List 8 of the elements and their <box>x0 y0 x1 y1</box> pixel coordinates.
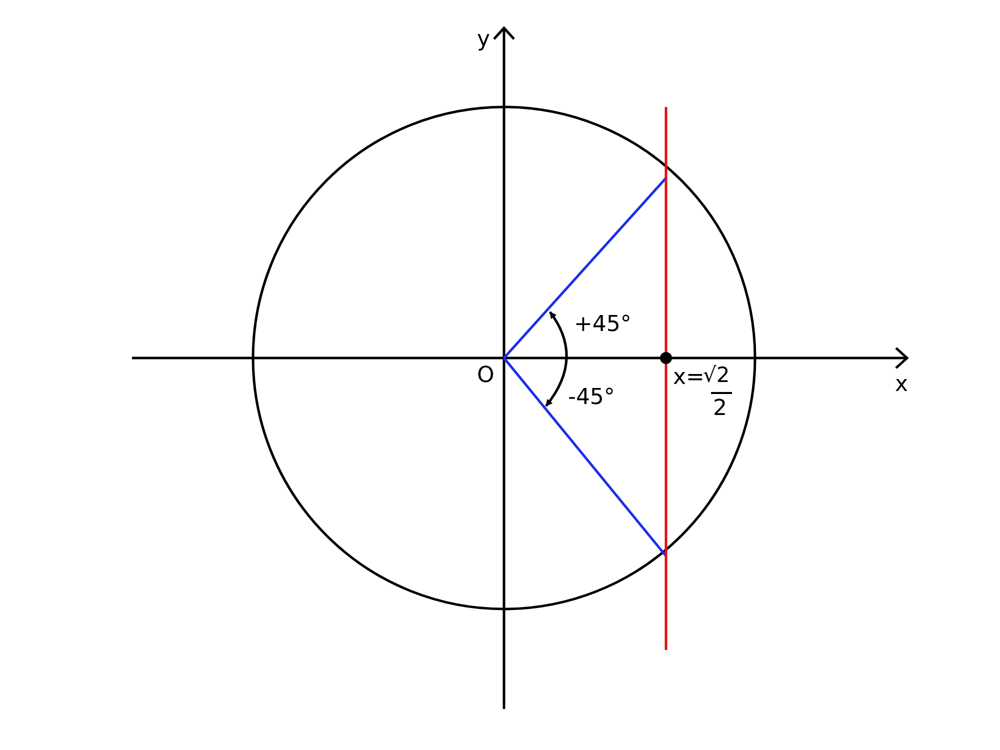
axis-label: y <box>477 29 490 51</box>
axis-label: x <box>895 374 908 396</box>
angle-label: -45° <box>568 387 615 409</box>
fraction-numerator: √2 <box>703 365 730 386</box>
equation-label: x= <box>673 367 704 389</box>
origin-label: O <box>477 365 494 387</box>
fraction-denominator: 2 <box>713 398 727 420</box>
angle-label: +45° <box>574 314 632 336</box>
